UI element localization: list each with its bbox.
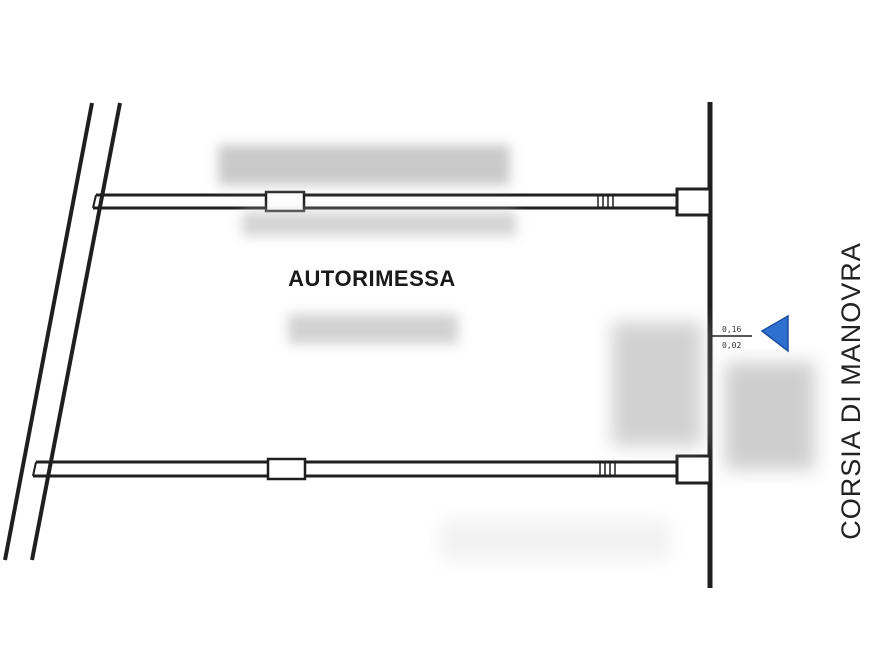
room-label: AUTORIMESSA <box>288 266 456 291</box>
redacted-areas <box>218 145 815 560</box>
top-partition-joint <box>264 190 306 213</box>
redaction-right-b <box>725 362 815 470</box>
corridor-label: CORSIA DI MANOVRA <box>836 242 866 540</box>
bottom-partition-wall <box>32 460 707 478</box>
top-partition-hatch <box>597 196 614 207</box>
redaction-right-a <box>612 322 702 446</box>
bottom-wall-column <box>675 454 712 485</box>
triangle-arrow-icon <box>760 314 789 353</box>
redaction-top-sub <box>242 212 516 236</box>
top-wall-column <box>675 187 712 217</box>
top-partition-wall <box>92 193 707 210</box>
left-slanted-wall <box>3 102 122 561</box>
dimension-top-value: 0,16 <box>722 325 741 334</box>
redaction-faint-bottom <box>440 520 670 560</box>
dimension-bottom-value: 0,02 <box>722 341 741 350</box>
bottom-partition-hatch <box>599 463 616 475</box>
redaction-mid <box>288 314 458 344</box>
bottom-partition-joint <box>266 457 307 481</box>
entrance-dimension: 0,16 0,02 <box>712 325 752 350</box>
redaction-top-title <box>218 145 510 185</box>
